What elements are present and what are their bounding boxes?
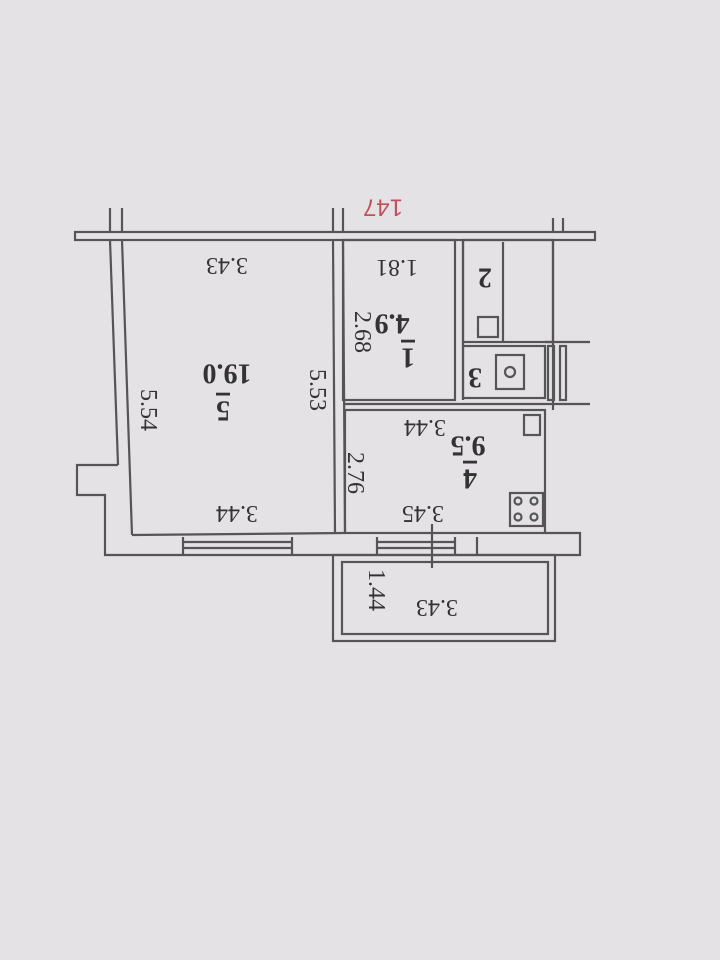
room-5-area: 19.0 <box>203 358 252 389</box>
room-5-number: 5 <box>216 395 230 426</box>
room-1-dim-side: 2.68 <box>349 311 375 353</box>
room-1-area: 4.9 <box>375 308 410 339</box>
balcony-dim-side: 1.44 <box>363 569 389 611</box>
window <box>375 524 479 568</box>
stove-icon <box>508 491 545 528</box>
room-5-dim-left: 5.54 <box>135 389 161 431</box>
balcony-dim-length: 3.43 <box>416 594 458 620</box>
walls <box>73 208 597 643</box>
room-4-number: 4 <box>463 463 477 494</box>
room-4-dim-bottom: 3.45 <box>402 500 444 526</box>
room-3-number: 3 <box>468 362 482 393</box>
section-number: 147 <box>363 194 403 221</box>
room-2-number: 2 <box>478 262 492 293</box>
room-1-dim-top: 1.81 <box>376 254 418 280</box>
room-1-number: 1 <box>401 342 415 373</box>
room-4-dim-side: 2.76 <box>342 452 368 494</box>
window <box>181 537 294 555</box>
room-5-dim-right: 5.53 <box>304 369 330 411</box>
room-4-dim-top: 3.44 <box>404 414 446 440</box>
room-5-dim-top: 3.43 <box>206 252 248 278</box>
room-4-area: 9.5 <box>451 430 486 461</box>
room-5-dim-bottom: 3.44 <box>216 500 258 526</box>
